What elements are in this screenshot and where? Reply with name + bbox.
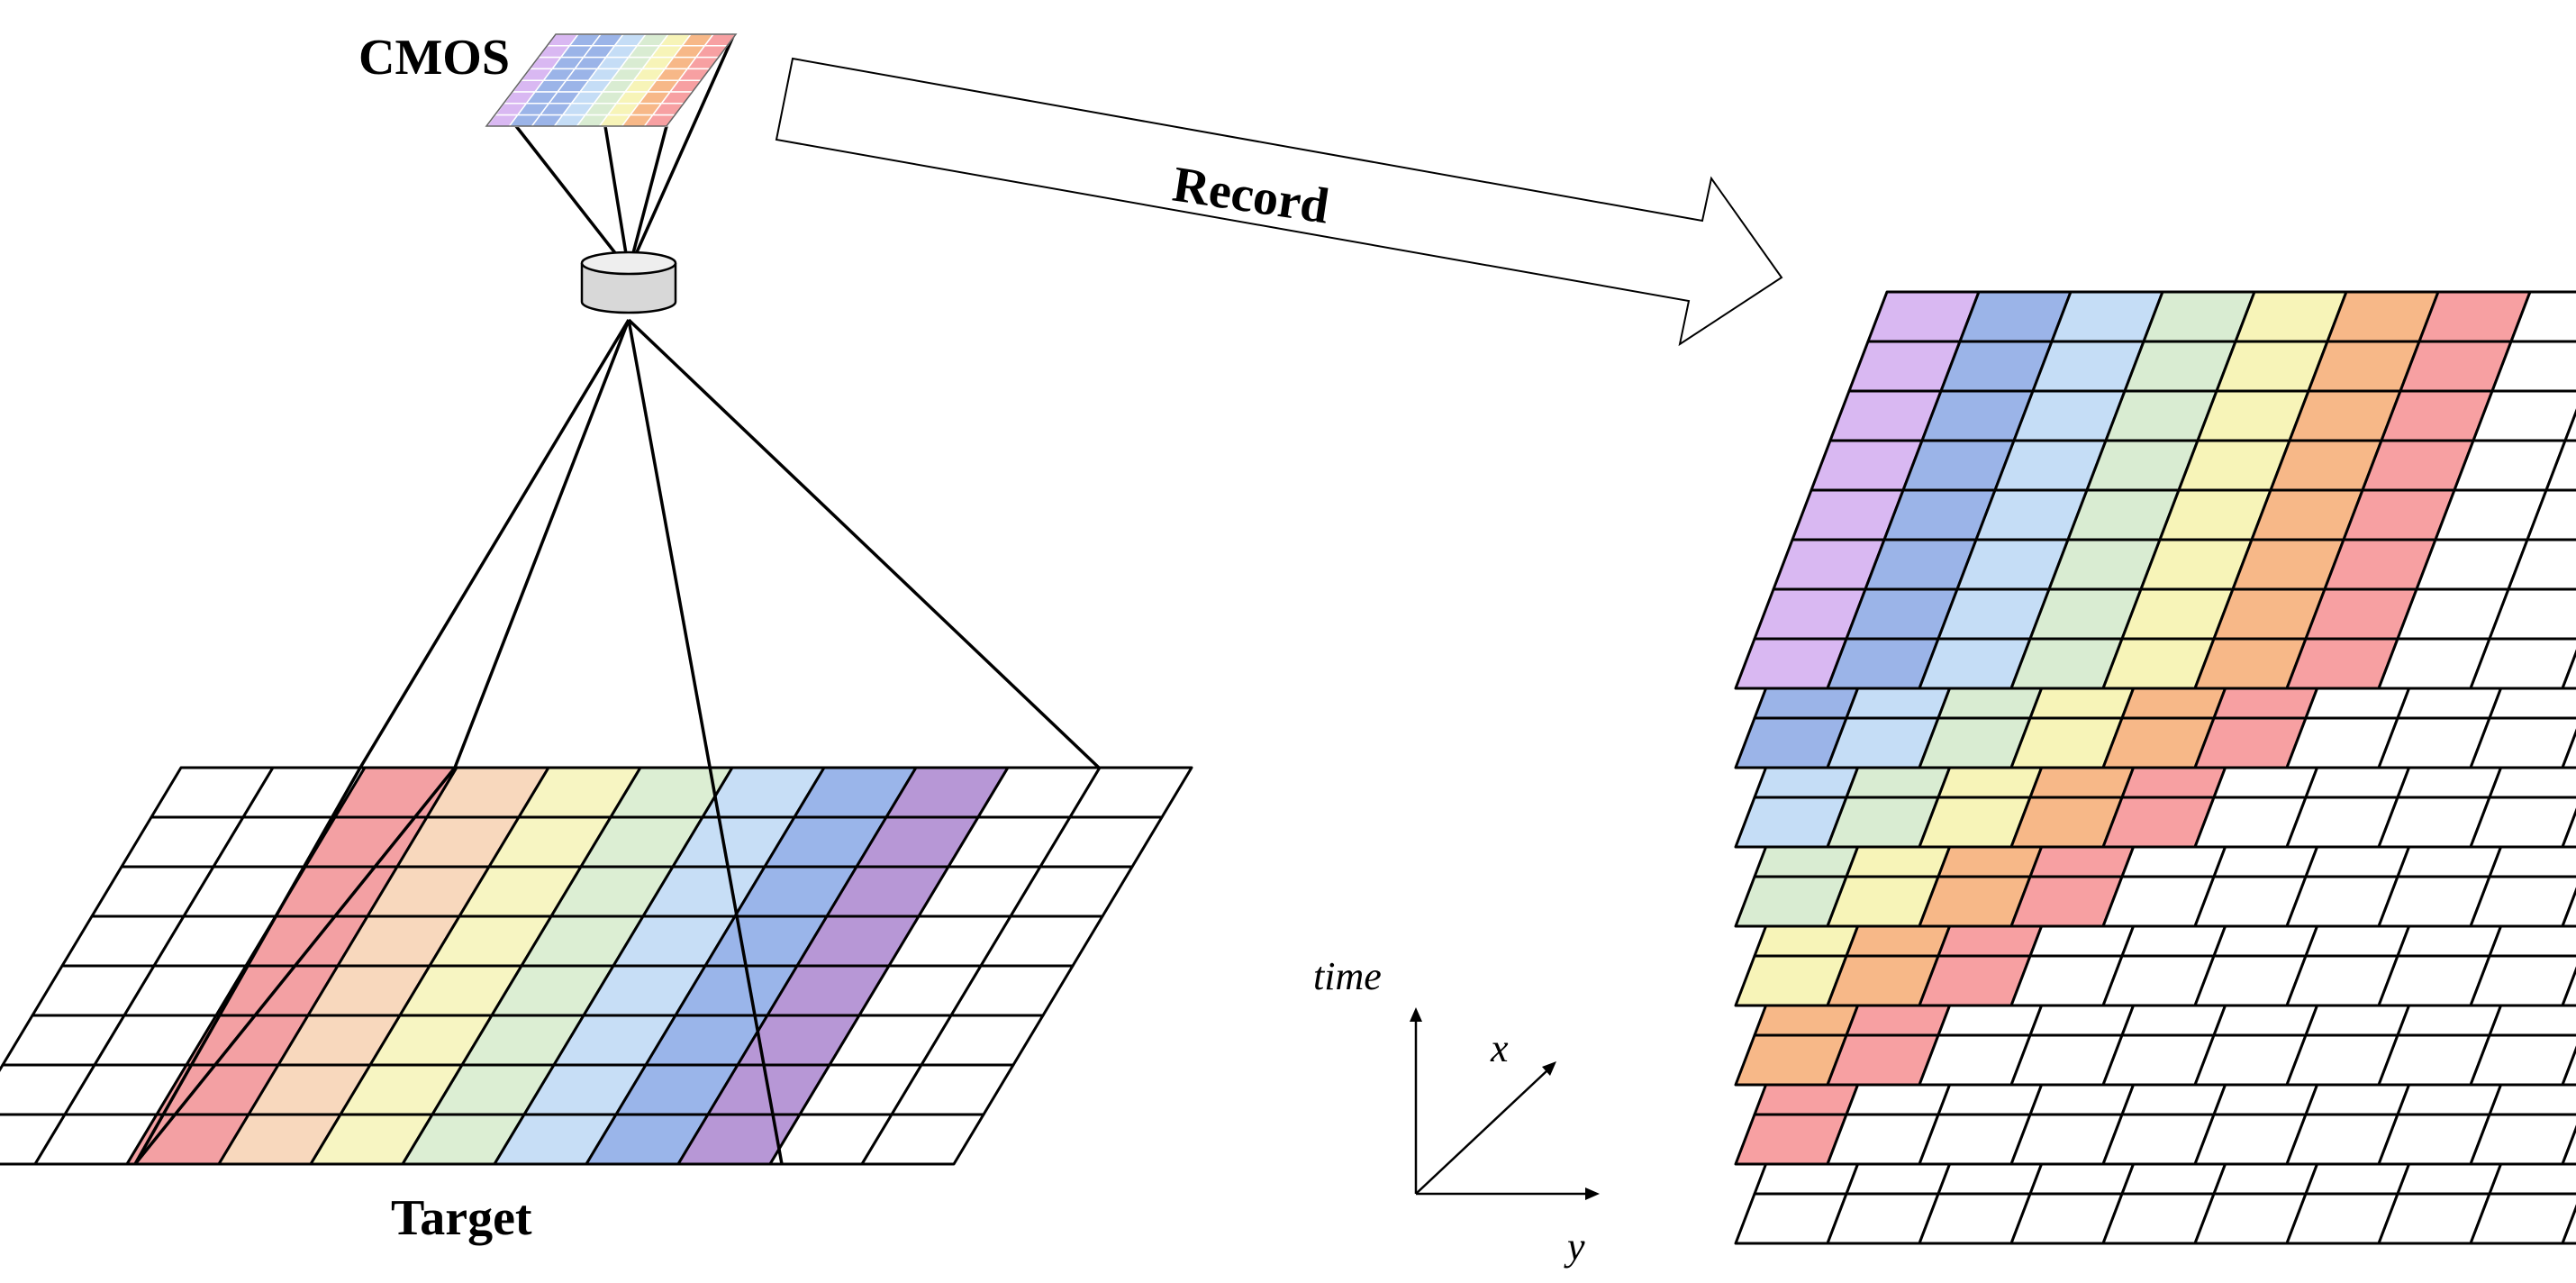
cmos-label: CMOS xyxy=(358,30,510,86)
frame-cell xyxy=(2561,1045,2576,1087)
projection-line xyxy=(603,125,630,271)
frame-cell xyxy=(2469,954,2576,1007)
frame-cell xyxy=(2488,587,2576,641)
frame-cell xyxy=(2526,488,2576,541)
cmos-sensor xyxy=(485,33,738,128)
y-axis-arrow-icon xyxy=(1585,1187,1600,1200)
x-axis-arrow-icon xyxy=(1542,1061,1556,1076)
projection-line xyxy=(627,318,1101,769)
cmos-border xyxy=(485,33,738,127)
lens-top xyxy=(580,250,677,276)
frame-cell xyxy=(2507,538,2576,591)
projection-line xyxy=(627,125,668,271)
projection-line xyxy=(627,33,736,271)
axes xyxy=(1410,1007,1600,1200)
projection-line xyxy=(627,319,784,1165)
record-arrow-icon xyxy=(775,57,1783,347)
axis-y-label: y xyxy=(1564,1224,1585,1269)
record-arrow-shape xyxy=(775,57,1783,347)
frame-cell xyxy=(2561,1204,2576,1245)
projection-line xyxy=(514,124,630,272)
frame-cell xyxy=(2490,340,2576,393)
frame-cell xyxy=(2509,290,2576,343)
time-axis-arrow-icon xyxy=(1410,1007,1422,1022)
x-axis xyxy=(1415,1069,1548,1195)
frame-cell xyxy=(2469,1113,2576,1166)
projection-line xyxy=(358,319,630,769)
target-label: Target xyxy=(391,1190,532,1246)
projection-line xyxy=(453,319,630,769)
projection-line xyxy=(133,767,362,1165)
frame-cell xyxy=(2561,649,2576,690)
frame-cell xyxy=(2469,1192,2576,1245)
frame-cell xyxy=(2561,728,2576,769)
frame-stack xyxy=(1734,290,2576,1245)
frame-cell xyxy=(2561,807,2576,849)
axis-time-label: time xyxy=(1313,954,1382,998)
frame-cell xyxy=(2544,439,2576,492)
frame-cell xyxy=(2469,1033,2576,1087)
projection-lines xyxy=(133,33,1101,1166)
target-cell xyxy=(860,1113,985,1166)
frame-cell xyxy=(2561,1124,2576,1166)
axis-x-label: x xyxy=(1490,1026,1509,1070)
frame-cell xyxy=(2561,887,2576,928)
projection-line xyxy=(133,766,457,1166)
frame-cell xyxy=(2469,637,2576,690)
frame-cell xyxy=(2469,875,2576,928)
frame-cell xyxy=(2472,389,2576,442)
lens-icon xyxy=(580,250,677,314)
frame-cell xyxy=(2561,966,2576,1007)
target-grid xyxy=(0,766,1193,1166)
lens-body xyxy=(580,263,677,314)
frame-cell xyxy=(2469,796,2576,849)
frame-cell xyxy=(2563,408,2576,442)
frame-cell xyxy=(2469,716,2576,769)
